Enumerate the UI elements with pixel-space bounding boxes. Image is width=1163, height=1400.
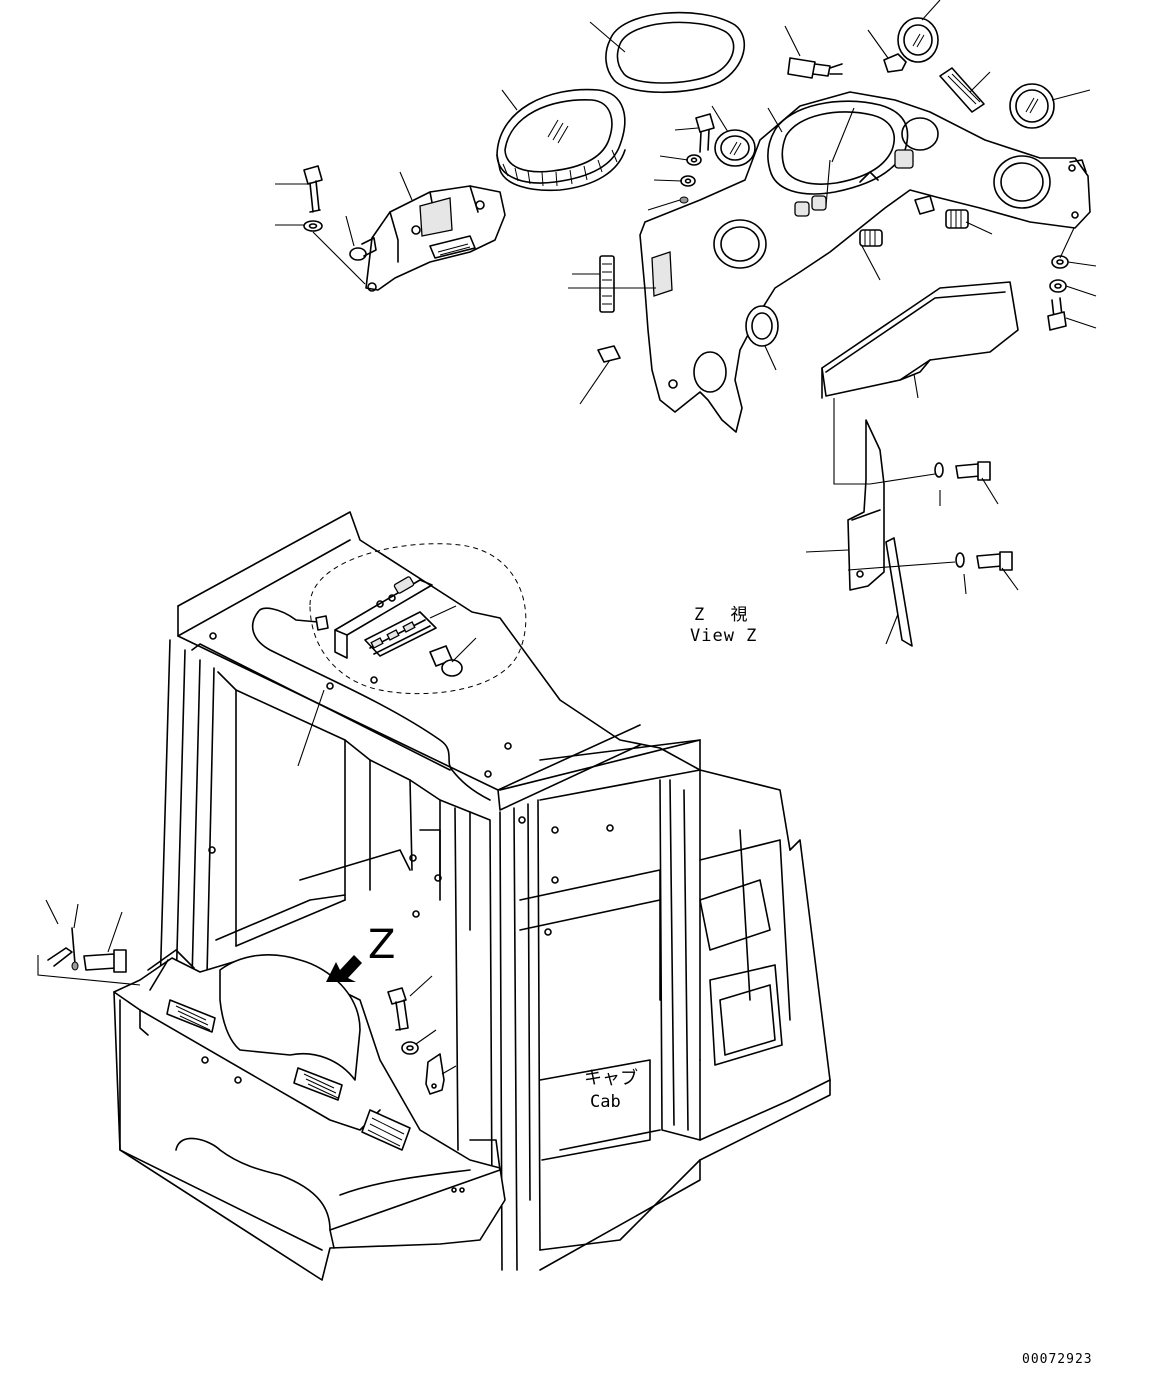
- clip-small: [679, 196, 689, 204]
- washer-upper: [686, 154, 702, 166]
- cab-label-en: Cab: [590, 1092, 621, 1112]
- clip-fastener: [349, 237, 377, 261]
- drawing-number: 00072923: [1022, 1352, 1093, 1367]
- cab-label-jp: キャブ: [584, 1068, 638, 1089]
- side-bracket: [847, 419, 885, 591]
- small-switch-b: [945, 209, 969, 229]
- cab-left-pin: [47, 927, 79, 971]
- cab-frame: [159, 511, 831, 1271]
- cab-clip-bolt: [387, 987, 409, 1031]
- screw-a: [955, 461, 991, 481]
- bolt-left: [303, 165, 323, 213]
- grommet-round: [745, 305, 779, 347]
- dashboard-panel: [639, 91, 1091, 433]
- gauge-small-a: [897, 17, 939, 63]
- cab-bracket: [425, 1053, 445, 1095]
- leader-lines: [275, 0, 1097, 645]
- small-switch-a: [859, 229, 883, 247]
- z-marker-label: Z: [368, 922, 396, 968]
- cab-left-bolt: [83, 949, 127, 973]
- small-knob: [914, 195, 935, 215]
- vent-grille-left: [599, 255, 615, 313]
- view-z-arrow: [326, 955, 362, 982]
- washer-right: [1049, 279, 1067, 293]
- view-z-label-en: View Z: [690, 626, 758, 646]
- spring-washer-b: [955, 552, 965, 568]
- cab-washer: [401, 1041, 419, 1055]
- cab-dashboard: [113, 949, 506, 1281]
- rocker-switch: [939, 67, 985, 113]
- view-z-label-jp: Z 視: [694, 605, 756, 625]
- gauge-cluster: [496, 88, 626, 192]
- bolt-upper: [695, 113, 715, 153]
- leader-lines-bottom: [37, 899, 457, 1075]
- gauge-small-b: [1009, 83, 1055, 129]
- grommet-left: [597, 345, 621, 363]
- bolt-right: [1047, 297, 1067, 331]
- cover-panel: [821, 281, 1019, 399]
- cover-plate: [885, 537, 913, 647]
- gauge-small-c: [714, 129, 756, 167]
- detail-bubble: [309, 543, 527, 695]
- switch-connector: [787, 57, 843, 79]
- cluster-mounting-bracket: [365, 185, 506, 292]
- nut-upper: [680, 175, 696, 187]
- plug-connector: [883, 53, 907, 73]
- washer-left: [303, 220, 323, 232]
- wire-harness: [251, 607, 491, 801]
- spring-washer-a: [934, 462, 944, 478]
- screw-b: [976, 551, 1013, 571]
- gauge-bezel-ring: [605, 11, 746, 94]
